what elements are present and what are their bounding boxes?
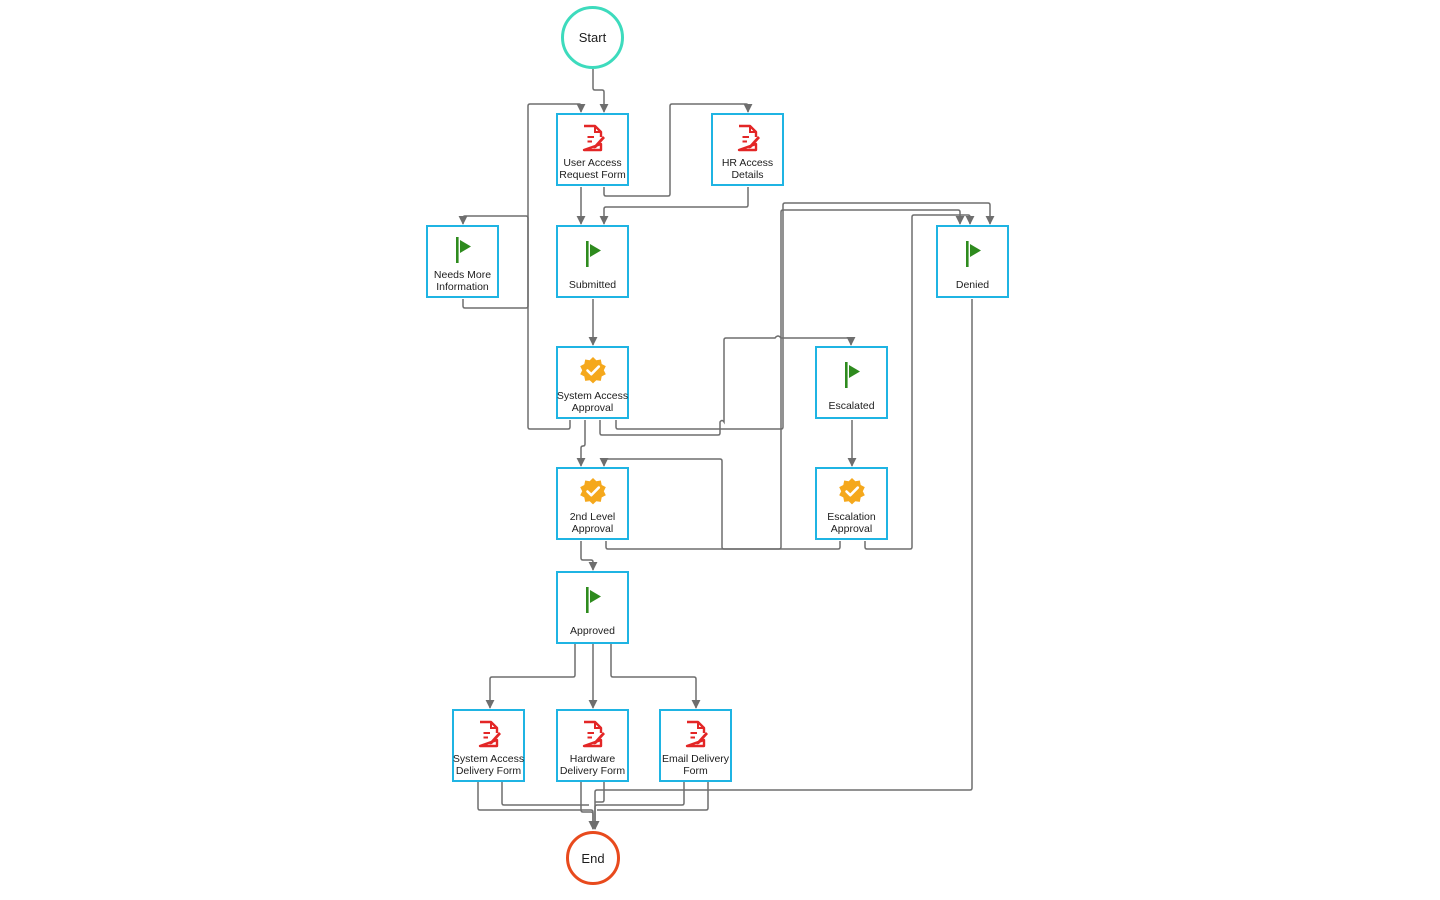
node-label: System Access Approval [556,390,629,414]
edge-system-approval-to-denied [615,202,995,430]
node-escalation-approval[interactable]: Escalation Approval [815,467,888,540]
edge-start-to-user-access-form [592,69,609,113]
node-label: 2nd Level Approval [569,511,616,535]
edge-email-delivery-alt-to-end [597,782,709,811]
form-edit-icon [683,719,709,749]
node-denied[interactable]: Denied [936,225,1009,298]
approval-badge-icon [578,356,608,386]
edge-denied-to-end [590,299,973,830]
edge-2nd-level-to-approved [580,541,598,571]
node-label: Needs More Information [433,269,492,293]
edge-system-approval-to-escalated [599,335,856,436]
edge-approved-to-system-delivery [485,644,576,709]
node-hr-access-details[interactable]: HR Access Details [711,113,784,186]
edge-2nd-level-to-denied [605,209,965,550]
node-submitted[interactable]: Submitted [556,225,629,298]
form-edit-icon [580,719,606,749]
node-label: Submitted [568,279,617,291]
node-label: User Access Request Form [559,157,626,181]
node-system-access-delivery-form[interactable]: System Access Delivery Form [452,709,525,782]
node-label: Denied [955,279,990,291]
flag-icon [583,585,603,615]
form-edit-icon [476,719,502,749]
edge-needs-info-to-user-access-form [462,103,586,309]
start-node[interactable]: Start [561,6,624,69]
edge-email-delivery-to-end [590,782,685,830]
edge-hr-details-to-submitted [599,187,749,225]
edge-escalation-approval-to-denied [864,214,975,550]
node-2nd-level-approval[interactable]: 2nd Level Approval [556,467,629,540]
node-label: Approved [570,625,615,637]
edge-hardware-delivery-alt-to-end [595,782,605,803]
form-edit-icon [580,123,606,153]
node-label: Hardware Delivery Form [559,753,626,777]
edge-system-approval-to-needs-info [458,215,571,430]
edge-hardware-delivery-to-end [580,782,598,830]
edge-approved-to-email-delivery [610,644,701,709]
node-hardware-delivery-form[interactable]: Hardware Delivery Form [556,709,629,782]
node-label: System Access Delivery Form [452,753,525,777]
flag-icon [963,239,983,269]
form-edit-icon [735,123,761,153]
edge-system-delivery-to-end [477,782,598,830]
node-label: Escalation Approval [827,511,876,535]
approval-badge-icon [578,477,608,507]
end-label: End [581,850,605,866]
edge-system-approval-to-2nd-level [576,420,586,467]
edge-escalation-approval-to-2nd-level [599,457,841,550]
flag-icon [453,235,473,265]
node-needs-more-information[interactable]: Needs More Information [426,225,499,298]
edge-system-delivery-alt-to-end [501,782,589,806]
node-label: HR Access Details [721,157,774,181]
node-approved[interactable]: Approved [556,571,629,644]
end-node[interactable]: End [566,831,620,885]
approval-badge-icon [837,477,867,507]
node-label: Email Delivery Form [661,753,730,777]
flag-icon [842,360,862,390]
edge-user-access-form-to-hr-details [603,103,753,197]
node-label: Escalated [828,400,875,412]
node-user-access-request-form[interactable]: User Access Request Form [556,113,629,186]
flag-icon [583,239,603,269]
node-email-delivery-form[interactable]: Email Delivery Form [659,709,732,782]
start-label: Start [578,30,607,45]
node-escalated[interactable]: Escalated [815,346,888,419]
node-system-access-approval[interactable]: System Access Approval [556,346,629,419]
